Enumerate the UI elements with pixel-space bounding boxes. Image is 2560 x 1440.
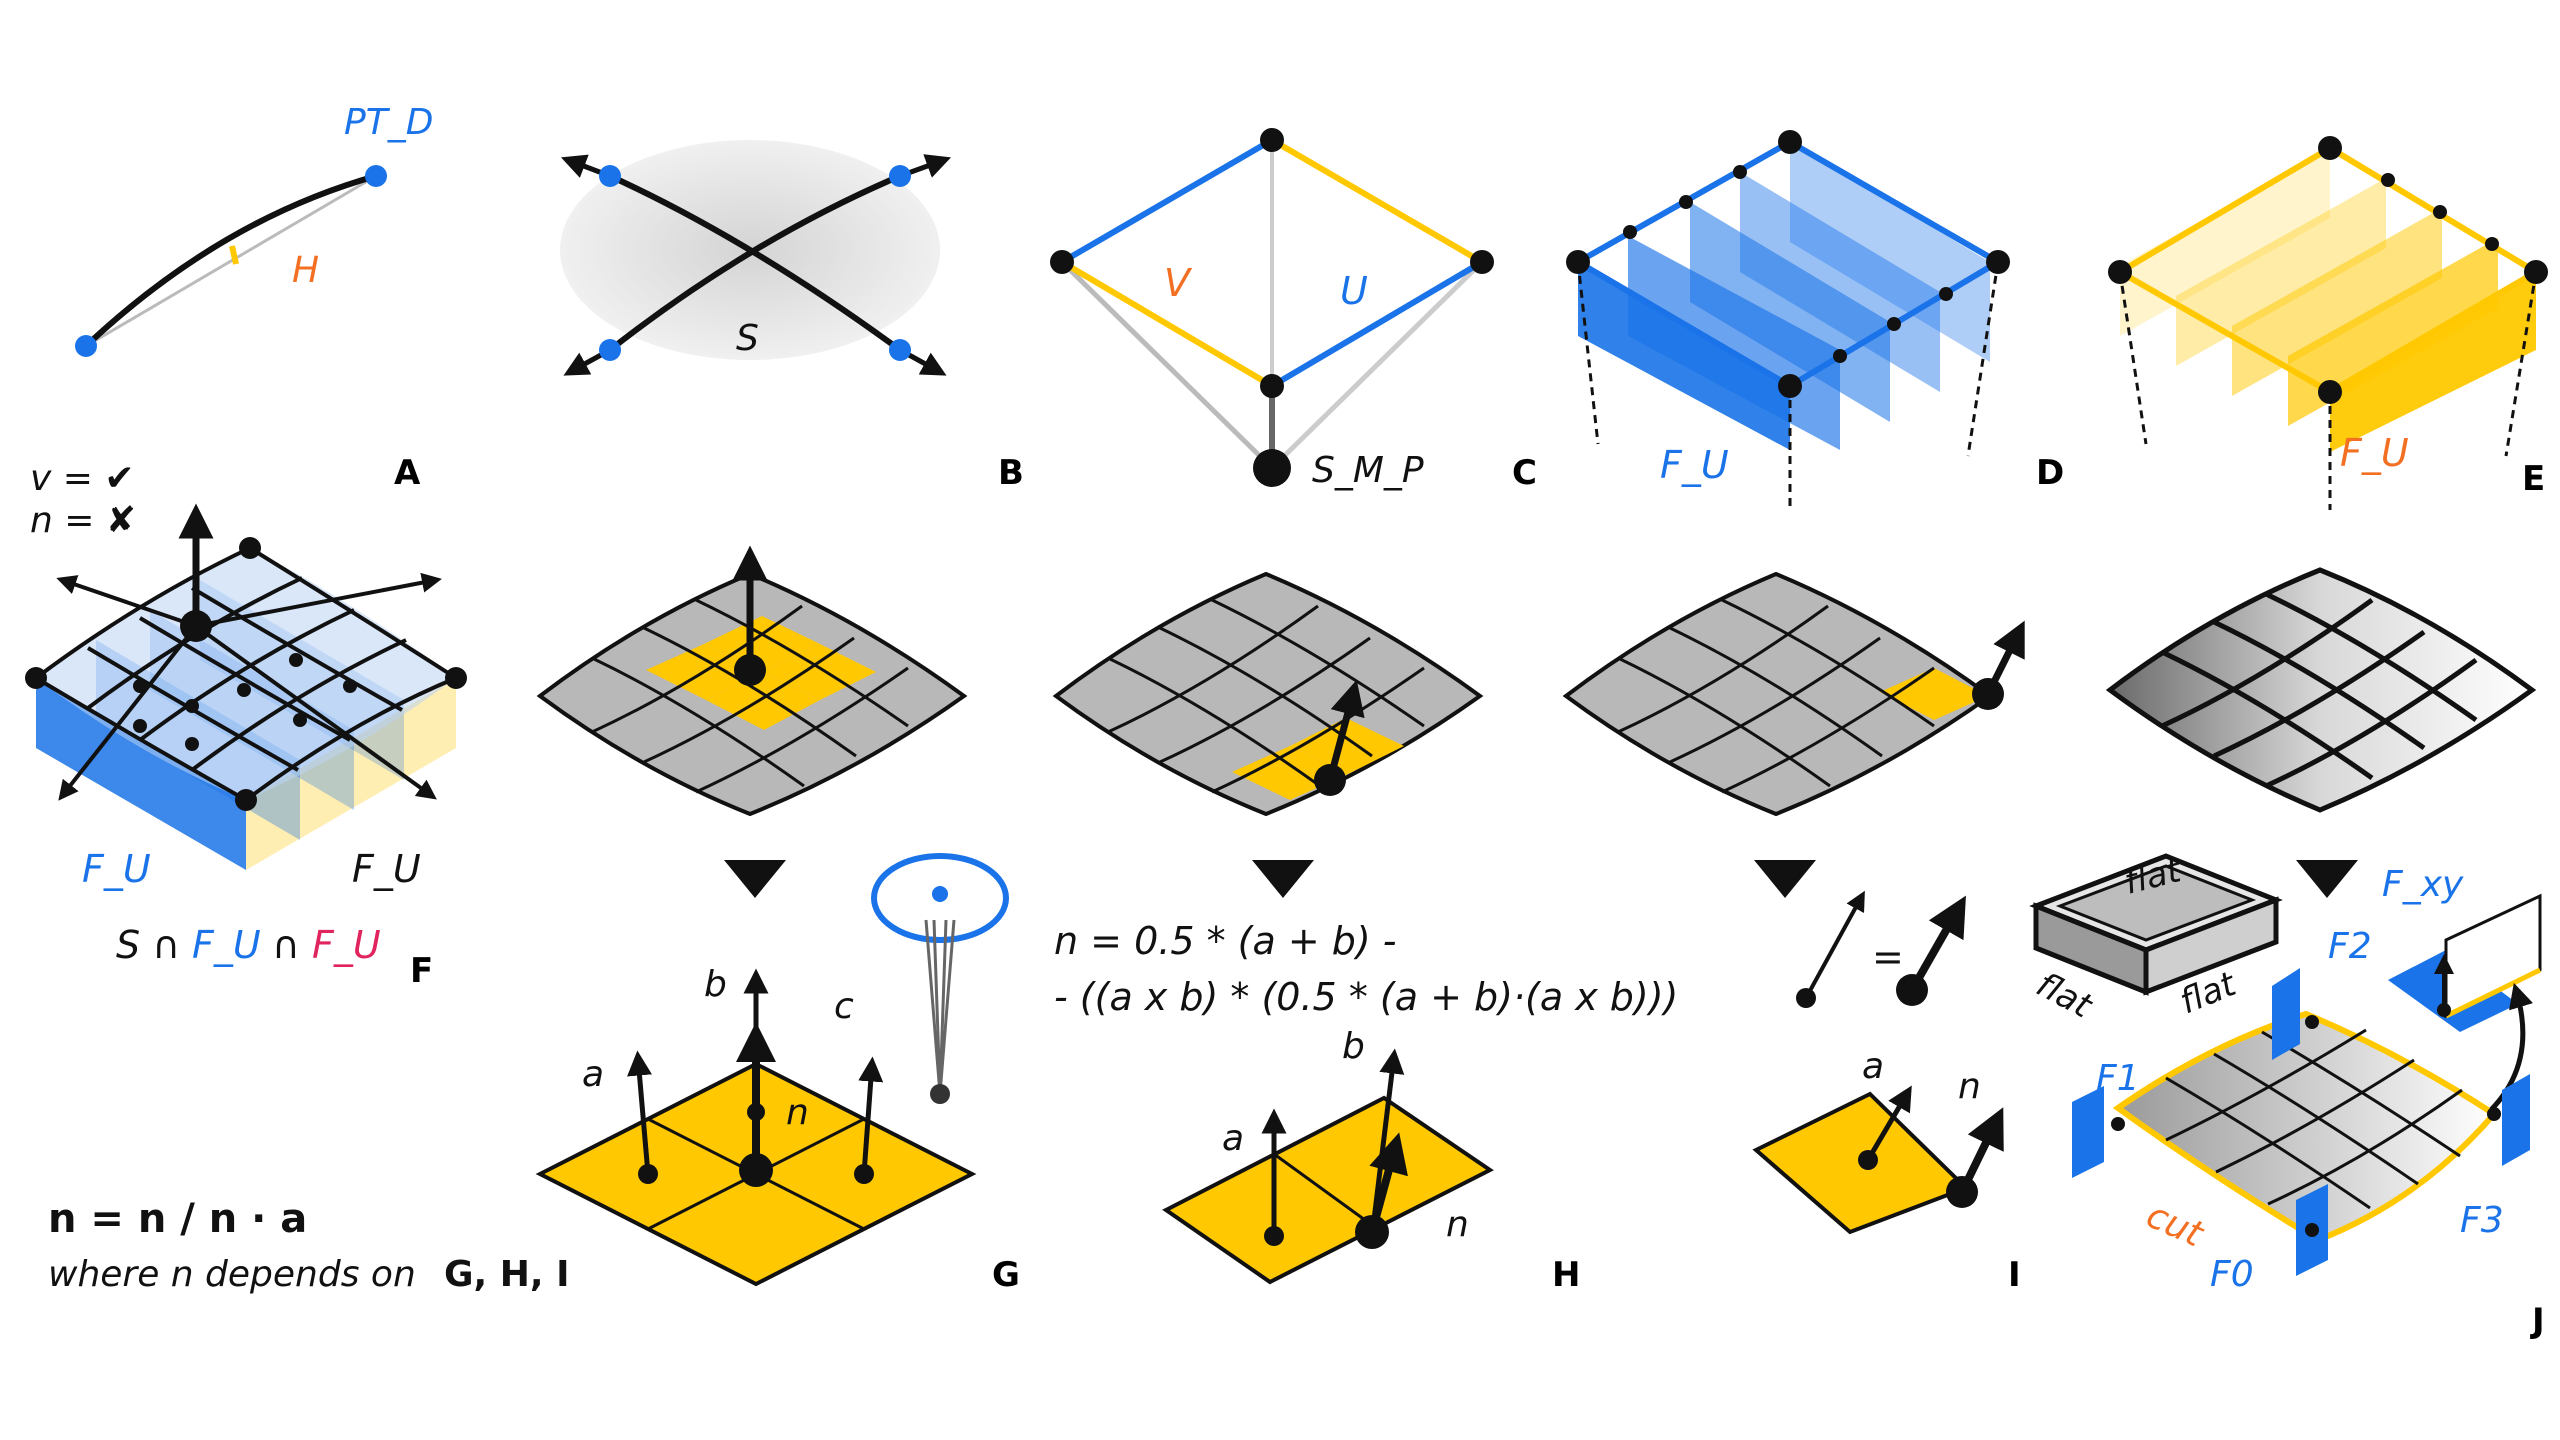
formula-h-line1: n = 0.5 * (a + b) - [1054,919,1397,963]
panel-b: S B [560,140,1024,493]
formula-s: S ∩ [116,923,180,967]
formula-fu2: F_U [312,923,381,967]
panel-label-a: A [394,453,421,493]
vec-a-i: a [1862,1046,1884,1087]
v-check: v = ✔ [30,458,135,499]
formula-fu1: F_U [192,923,261,967]
cut-label: cut [2140,1195,2210,1256]
s-m-p-label: S_M_P [1312,450,1424,491]
panel-d: F_U D [1566,130,2064,512]
v-label: V [1164,261,1193,305]
f-u-black-label: F_U [352,847,421,891]
vec-a-g: a [582,1054,604,1095]
vec-n-g: n [786,1092,809,1133]
panel-f: v = ✔ n = ✘ F_U F_U S ∩ F_U ∩ F_U F [25,458,467,991]
panel-e: F_U E [2108,136,2548,510]
f-xy-label: F_xy [2382,864,2464,905]
curve-endpoint-end [365,165,387,187]
panel-c: V U S_M_P C [1050,128,1537,493]
formula-h-line2: - ((a x b) * (0.5 * (a + b)·(a x b))) [1054,975,1678,1019]
normal-formula: n = n / n · a [48,1196,307,1242]
curve-b2 [608,173,902,353]
f3-label: F3 [2460,1200,2504,1241]
panel-label-h: H [1552,1255,1580,1295]
flat-box [2029,853,2283,996]
f1-label: F1 [2096,1058,2140,1099]
formula-cap: ∩ [272,923,300,967]
panel-i: = a n I [1752,890,2021,1295]
footer-formula: n = n / n · a where n depends on G, H, I [48,1196,570,1295]
panel-label-j: J [2530,1301,2545,1341]
panel-label-c: C [1512,453,1537,493]
f-u-label-e: F_U [2340,431,2409,475]
n-cross: n = ✘ [30,500,136,541]
panel-label-e: E [2522,459,2545,499]
panel-h: n = 0.5 * (a + b) - - ((a x b) * (0.5 * … [1054,919,1678,1295]
panel-label-i: I [2008,1255,2021,1295]
surface-i [1562,571,2025,817]
f-u-label-d: F_U [1660,443,1729,487]
equals-sign: = [1872,935,1904,979]
h-label: H [292,250,319,291]
vec-a-h: a [1222,1118,1244,1159]
panel-j: flat flat flat F_xy F2 F1 F3 F0 cut [2029,850,2545,1341]
where-bold: G, H, I [444,1254,570,1295]
panel-label-b: B [998,453,1024,493]
normal-cone-ring [871,853,1009,943]
panel-g: a b c n G [535,853,1020,1295]
vec-n-h: n [1446,1204,1469,1245]
where-prefix: where n depends on [48,1254,416,1295]
vec-b-h: b [1342,1026,1365,1067]
curve-a [83,173,377,349]
f-u-blue-label: F_U [82,847,151,891]
surface-h [1052,571,1484,817]
mid-point [1253,449,1291,487]
vec-c-g: c [834,986,854,1027]
curve-endpoint-start [75,335,97,357]
surface-j [2105,567,2537,813]
panel-label-d: D [2036,453,2064,493]
panel-label-g: G [992,1255,1020,1295]
flat-label-left: flat [2030,965,2100,1027]
u-label: U [1340,269,1368,313]
vec-n-i: n [1958,1066,1981,1107]
panel-label-f: F [410,951,433,991]
panel-a: PT_D H A [75,102,433,493]
f2-label: F2 [2328,926,2372,967]
vec-b-g: b [704,964,727,1005]
height-marker [229,245,239,265]
pt-d-label: PT_D [344,102,433,143]
surface-g [536,545,968,817]
s-label: S [736,318,759,359]
f0-label: F0 [2210,1254,2254,1295]
down-triangles [724,860,2358,898]
